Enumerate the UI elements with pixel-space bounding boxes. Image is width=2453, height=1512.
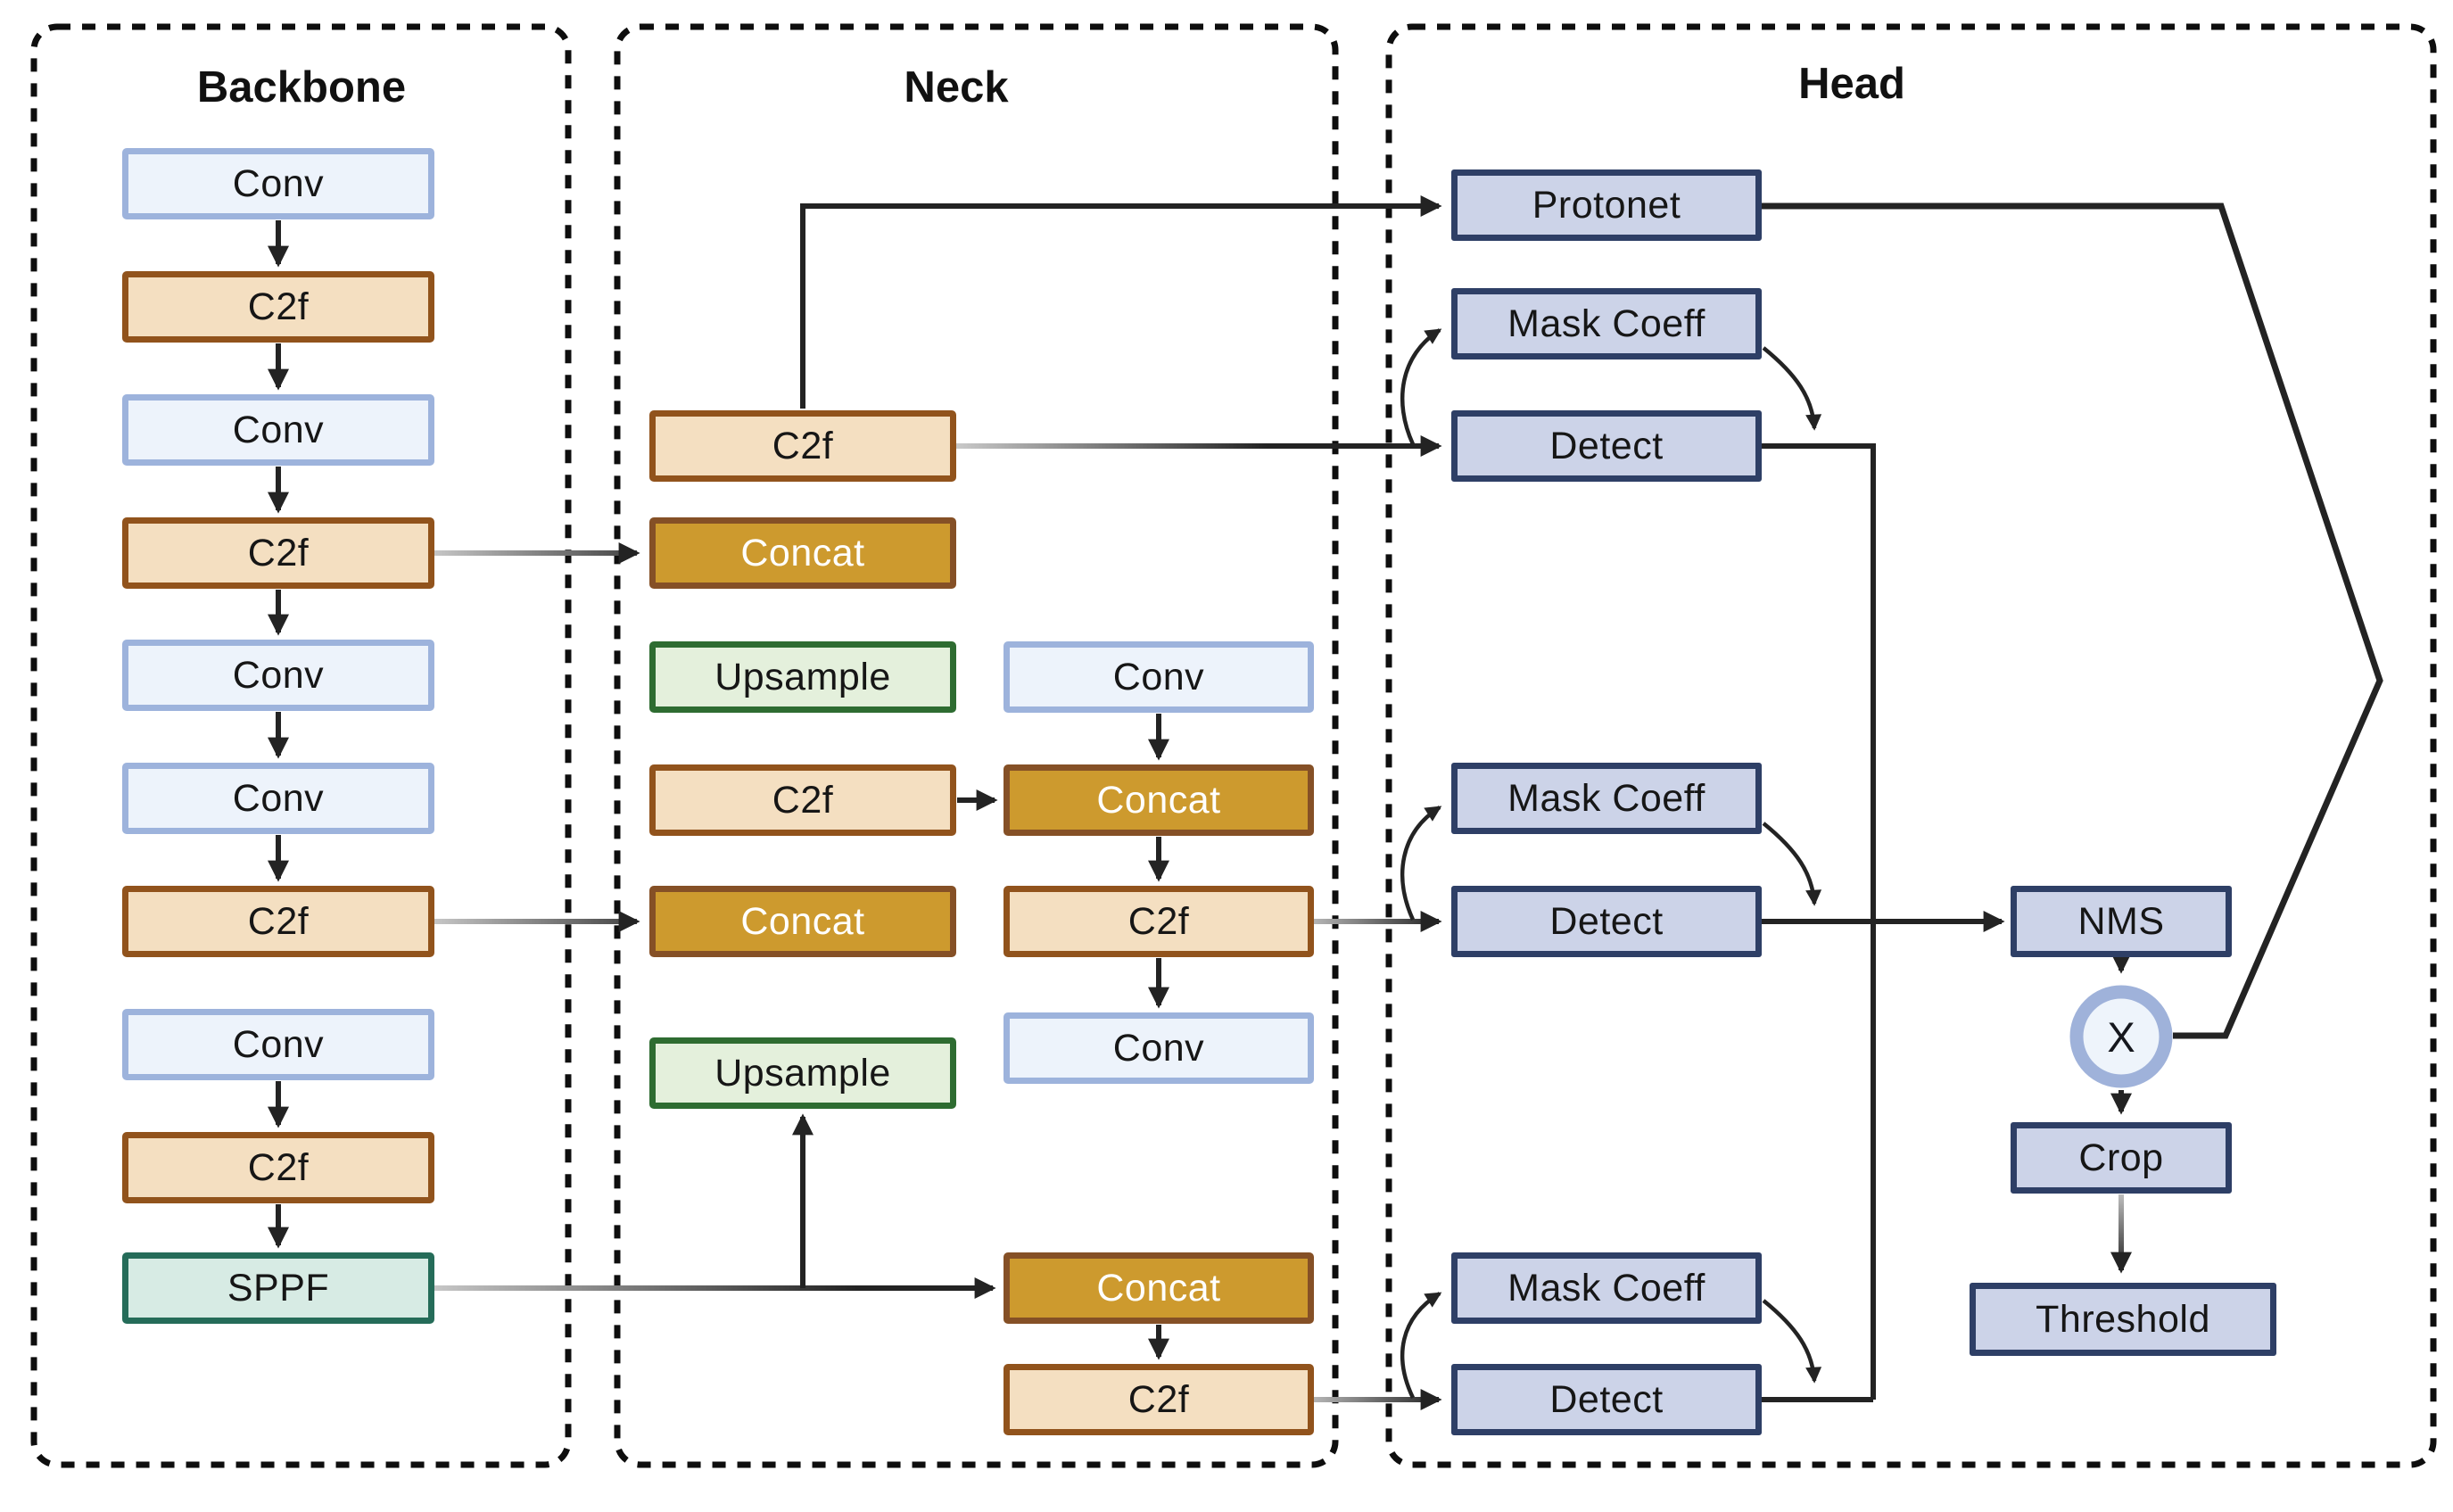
multiply-circle (2069, 985, 2173, 1088)
neck-upsample-2: Upsample (649, 1037, 956, 1109)
backbone-sppf: SPPF (122, 1252, 434, 1324)
head-crop: Crop (2011, 1122, 2232, 1194)
neck-concat-3: Concat (1004, 764, 1314, 836)
head-maskcoeff-3: Mask Coeff (1451, 1252, 1762, 1324)
curve-branch-to-maskcoeff2 (1400, 806, 1442, 921)
backbone-conv-4: Conv (122, 763, 434, 834)
head-detect-2: Detect (1451, 886, 1762, 957)
neck-c2f-1: C2f (649, 410, 956, 482)
line-detect1-collector (1762, 443, 1876, 1400)
neck-panel (614, 23, 1339, 1468)
arrow-neck-c2f1-to-protonet (800, 195, 1442, 409)
neck-concat-2: Concat (649, 886, 956, 957)
curve-branch-to-maskcoeff3 (1400, 1292, 1442, 1399)
backbone-conv-1: Conv (122, 148, 434, 219)
neck-conv-2: Conv (1004, 1012, 1314, 1084)
backbone-conv-5: Conv (122, 1009, 434, 1080)
head-threshold: Threshold (1970, 1283, 2276, 1356)
line-protonet-to-multiply (1762, 202, 2383, 1039)
neck-conv-1: Conv (1004, 641, 1314, 713)
neck-upsample-1: Upsample (649, 641, 956, 713)
head-panel (1385, 23, 2437, 1468)
backbone-conv-3: Conv (122, 640, 434, 711)
backbone-panel (30, 23, 572, 1468)
head-maskcoeff-2: Mask Coeff (1451, 763, 1762, 834)
backbone-c2f-3: C2f (122, 886, 434, 957)
curve-maskcoeff2-out (1762, 822, 1822, 906)
neck-c2f-2: C2f (649, 764, 956, 836)
curve-maskcoeff1-out (1762, 346, 1822, 431)
neck-title: Neck (904, 63, 1009, 112)
head-detect-1: Detect (1451, 410, 1762, 482)
head-nms: NMS (2011, 886, 2232, 957)
neck-c2f-4: C2f (1004, 1364, 1314, 1435)
curve-branch-to-maskcoeff1 (1400, 328, 1442, 445)
curve-maskcoeff3-out (1762, 1299, 1822, 1384)
backbone-title: Backbone (196, 63, 407, 112)
backbone-c2f-4: C2f (122, 1132, 434, 1203)
backbone-c2f-1: C2f (122, 271, 434, 343)
head-protonet: Protonet (1451, 169, 1762, 241)
head-title: Head (1798, 60, 1905, 108)
head-detect-3: Detect (1451, 1364, 1762, 1435)
head-maskcoeff-1: Mask Coeff (1451, 288, 1762, 359)
neck-concat-1: Concat (649, 517, 956, 589)
multiply-label: X (2107, 1012, 2135, 1061)
neck-c2f-3: C2f (1004, 886, 1314, 957)
neck-concat-4: Concat (1004, 1252, 1314, 1324)
backbone-c2f-2: C2f (122, 517, 434, 589)
backbone-conv-2: Conv (122, 394, 434, 466)
